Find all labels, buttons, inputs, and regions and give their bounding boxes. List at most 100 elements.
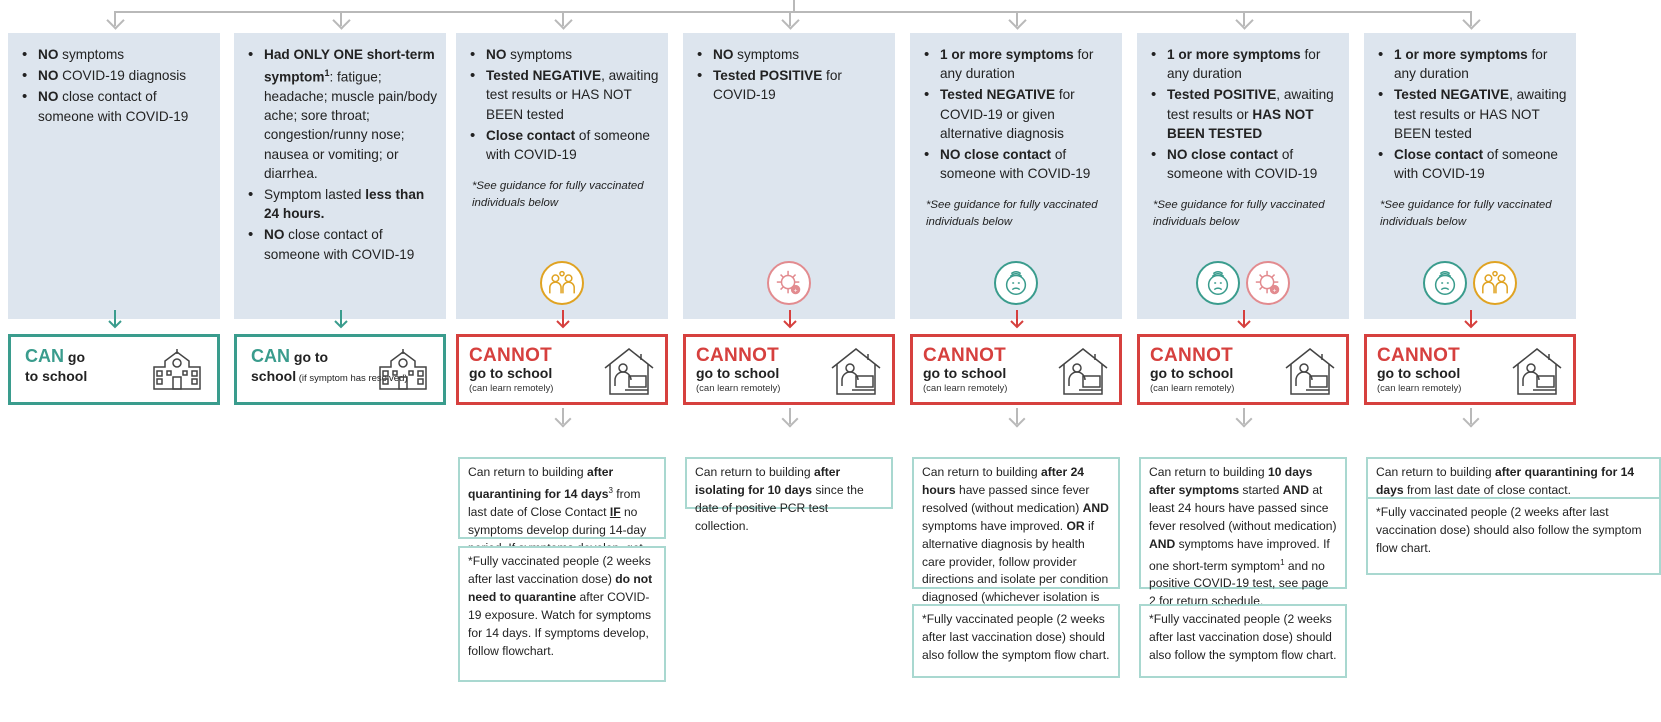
guidance-text: Can return to building [695, 465, 814, 479]
return-guidance-box: *Fully vaccinated people (2 weeks after … [1366, 497, 1661, 575]
top-connector-stem [793, 0, 795, 12]
chevron-down-icon [1235, 11, 1254, 30]
condition-text: for COVID-19 [713, 68, 842, 103]
condition-item: NO symptoms [697, 45, 887, 64]
condition-emphasis: NO close contact [940, 147, 1052, 163]
cannot-label: CANNOT [469, 345, 553, 366]
condition-emphasis: Tested NEGATIVE [940, 87, 1056, 103]
remote-learning-note: (can learn remotely) [1377, 383, 1462, 394]
guidance-text: *Fully vaccinated people (2 weeks after … [468, 554, 651, 586]
arrow-down-icon [333, 310, 349, 335]
condition-emphasis: NO [713, 47, 734, 62]
remote-learning-house-icon [601, 346, 657, 398]
condition-emphasis: NO [486, 47, 507, 62]
guidance-text: have passed since fever resolved (withou… [922, 482, 1090, 515]
condition-emphasis: Tested POSITIVE [713, 68, 823, 84]
condition-list: 1 or more symptoms for any durationTeste… [924, 45, 1114, 183]
virus-icon: + [767, 261, 811, 305]
contact-icon [1473, 261, 1517, 305]
condition-text: , awaiting test results or HAS NOT BEEN … [486, 68, 659, 122]
arrow-down-icon [107, 310, 123, 335]
condition-text: symptoms [506, 47, 573, 62]
chevron-down-icon [781, 410, 799, 428]
condition-emphasis: less than 24 hours. [264, 186, 425, 222]
guidance-text: after COVID-19 exposure. Watch for sympt… [468, 589, 652, 658]
guidance-text: since the date of positive PCR test coll… [695, 482, 864, 533]
svg-text:+: + [794, 287, 798, 294]
chevron-down-icon [1462, 410, 1480, 428]
can-qualifier: (if symptom has resolved) [296, 373, 408, 384]
school-icon [151, 347, 203, 391]
condition-list: NO symptomsTested POSITIVE for COVID-19 [697, 45, 887, 105]
condition-text: of someone with COVID-19 [1167, 147, 1318, 182]
vaccination-note: *See guidance for fully vaccinated indiv… [472, 180, 644, 210]
condition-item: NO symptoms [470, 45, 660, 64]
detail-connector [789, 408, 791, 424]
detail-connector [1243, 408, 1245, 424]
school-icon [377, 347, 429, 391]
guidance-emphasis: IF [609, 504, 621, 519]
sick-face-icon [1423, 261, 1467, 305]
guidance-emphasis: after quarantining for 14 days [1376, 465, 1635, 497]
condition-text: of someone with COVID-19 [1394, 147, 1558, 182]
column-connector-6 [1243, 12, 1245, 26]
condition-text: close contact of someone with COVID-19 [38, 89, 189, 124]
vaccination-note: *See guidance for fully vaccinated indiv… [926, 199, 1098, 229]
cannot-text: go to school [923, 365, 1007, 381]
condition-text: for COVID-19 or given alternative diagno… [940, 87, 1075, 141]
guidance-text: at least 24 hours have passed since feve… [1149, 482, 1337, 533]
status-icon-row: + [1137, 261, 1349, 305]
condition-item: Tested NEGATIVE for COVID-19 or given al… [924, 85, 1114, 143]
condition-text: close contact of someone with COVID-19 [264, 227, 415, 262]
condition-text: for any duration [1167, 47, 1321, 82]
cannot-text: go to school [1150, 365, 1234, 381]
condition-item: NO symptoms [22, 45, 212, 64]
remote-learning-house-icon [1282, 346, 1338, 398]
condition-panel-3: NO symptomsTested NEGATIVE, awaiting tes… [456, 33, 668, 319]
cannot-label: CANNOT [696, 345, 780, 366]
condition-emphasis: NO close contact [1167, 147, 1279, 163]
condition-item: Symptom lasted less than 24 hours. [248, 185, 438, 223]
column-connector-3 [562, 12, 564, 26]
condition-item: Tested POSITIVE for COVID-19 [697, 66, 887, 104]
detail-connector [1470, 408, 1472, 424]
condition-item: Close contact of someone with COVID-19 [470, 126, 660, 164]
chevron-down-icon [1008, 11, 1027, 30]
condition-emphasis: NO [38, 47, 59, 62]
condition-emphasis: HAS NOT BEEN TESTED [1167, 106, 1314, 141]
condition-text: : fatigue; headache; muscle pain/body ac… [264, 69, 438, 181]
guidance-text: Can return to building [1149, 465, 1268, 479]
cannot-text: go to school [1377, 365, 1461, 381]
return-guidance-box: Can return to building after isolating f… [685, 457, 893, 533]
return-guidance-box: *Fully vaccinated people (2 weeks after … [458, 546, 666, 682]
svg-text:+: + [1273, 287, 1277, 294]
status-icon-row [1364, 261, 1576, 305]
guidance-text: from last date of Close Contact [468, 486, 641, 519]
condition-emphasis: Tested NEGATIVE [1394, 87, 1510, 103]
footnote-marker: 1 [324, 68, 330, 79]
condition-item: NO close contact of someone with COVID-1… [1151, 145, 1341, 183]
guidance-text: symptoms have improved. [922, 518, 1067, 533]
guidance-text: *Fully vaccinated people (2 weeks after … [922, 612, 1110, 662]
condition-item: 1 or more symptoms for any duration [924, 45, 1114, 83]
guidance-emphasis: 10 days after symptoms [1149, 465, 1313, 497]
guidance-emphasis: after 24 hours [922, 465, 1085, 497]
can-text: go [64, 349, 85, 365]
footnote-marker: 1 [1280, 557, 1285, 567]
condition-emphasis: Close contact [486, 127, 576, 143]
arrow-down-icon [1463, 310, 1479, 335]
chevron-down-icon [1008, 410, 1026, 428]
column-connector-2 [340, 12, 342, 26]
chevron-down-icon [781, 11, 800, 30]
guidance-emphasis: AND [1282, 482, 1309, 497]
guidance-emphasis: AND [1082, 500, 1109, 515]
guidance-emphasis: do not need to quarantine [468, 571, 653, 604]
condition-panel-7: 1 or more symptoms for any durationTeste… [1364, 33, 1576, 319]
return-guidance-box: *Fully vaccinated people (2 weeks after … [1139, 604, 1347, 678]
detail-connector [562, 408, 564, 424]
